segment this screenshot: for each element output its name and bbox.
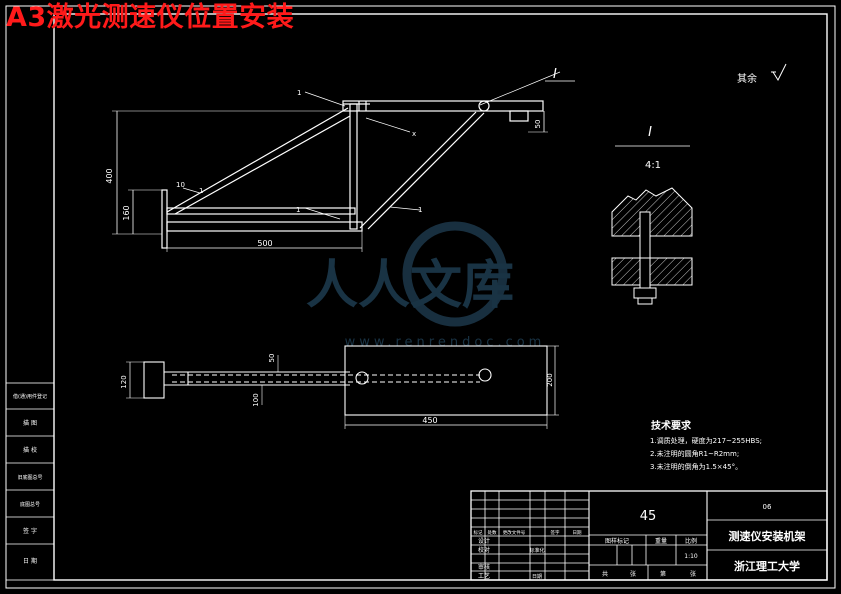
tb-sheet-label: 张 <box>630 570 636 578</box>
detail-hatch-lower <box>611 257 693 286</box>
watermark-text: 人人文库 <box>306 256 514 316</box>
left-strip-6: 签 字 <box>23 527 37 535</box>
dim-side-50: 50 <box>534 120 542 129</box>
dim-100: 100 <box>252 393 260 406</box>
front-wall-plate <box>161 189 168 249</box>
page-title: A3激光测速仪位置安装 <box>6 2 295 33</box>
callout-d: 1 <box>418 206 422 214</box>
tb-school: 浙江理工大学 <box>734 559 800 573</box>
top-base-plate <box>344 345 548 416</box>
front-top-beam <box>342 100 544 112</box>
dim-500: 500 <box>257 239 272 248</box>
left-strip-7: 日 期 <box>23 557 37 565</box>
tech-heading: 技术要求 <box>651 419 692 432</box>
callout-b: x <box>412 130 416 138</box>
detail-label-top: I <box>648 125 652 140</box>
tb-stage-label: 图样标记 <box>605 537 629 545</box>
tb-std-label: 标准化 <box>529 547 544 554</box>
tb-part-name: 测速仪安装机架 <box>729 529 806 543</box>
top-sensor-body <box>143 361 165 399</box>
tech-item-2: 2.未注明的圆角R1~R2mm; <box>650 449 739 458</box>
tb-rev-5: 日期 <box>573 530 582 536</box>
watermark-url: www.renrendoc.com <box>345 335 546 350</box>
front-pivot <box>478 100 490 112</box>
front-view <box>112 71 575 252</box>
watermark: 人人文库 www.renrendoc.com <box>306 221 546 350</box>
front-vertical-post <box>349 103 358 230</box>
dim-200: 200 <box>546 373 554 386</box>
tb-role-review: 审核 <box>478 563 490 571</box>
callout-a: 1 <box>297 89 301 97</box>
tb-page-sheet-label: 张 <box>690 570 696 578</box>
left-strip <box>5 382 55 581</box>
tb-rev-2: 处数 <box>488 529 497 536</box>
tech-item-3: 3.未注明的倒角为1.5×45°。 <box>650 462 742 471</box>
left-strip-4: 旧底图总号 <box>17 474 42 481</box>
left-strip-3: 描 校 <box>23 446 37 454</box>
callout-detail-i: I <box>553 67 557 82</box>
tb-total-label: 共 <box>602 570 608 578</box>
inner-border <box>53 13 828 581</box>
front-bottom-beam <box>166 221 363 232</box>
tb-weight-label: 重量 <box>655 537 667 545</box>
tb-scale-value: 1:10 <box>684 553 698 560</box>
tb-material: 45 <box>640 509 657 524</box>
detail-scale: 4:1 <box>645 160 661 171</box>
dim-160: 160 <box>122 205 131 220</box>
callout-e: 1 <box>199 187 203 195</box>
outer-border <box>5 5 836 589</box>
tb-page-label: 第 <box>660 570 666 578</box>
watermark-logo <box>402 221 508 327</box>
tb-role-design: 设计 <box>478 537 490 545</box>
tb-role-check: 校对 <box>478 546 490 554</box>
dim-400: 400 <box>105 168 114 183</box>
tb-rev-1: 标记 <box>474 529 483 536</box>
left-strip-1: 借(通)用件登记 <box>13 393 47 400</box>
left-strip-5: 底图总号 <box>20 501 40 508</box>
title-block <box>470 490 828 581</box>
dim-50: 50 <box>268 354 276 363</box>
left-strip-2: 描 图 <box>23 419 37 427</box>
tb-rev-3: 更改文件号 <box>503 529 526 536</box>
callout-c: 1 <box>296 206 300 214</box>
tb-scale-label: 比例 <box>685 537 697 545</box>
dim-120: 120 <box>120 375 128 388</box>
tech-item-1: 1.调质处理，硬度为217~255HBS; <box>650 436 762 445</box>
top-view <box>126 345 559 429</box>
tb-rev-4: 签字 <box>551 529 560 536</box>
roughness-label: 其余 <box>737 72 757 85</box>
roughness-icon <box>771 63 787 82</box>
tb-drawing-no: 06 <box>763 503 772 511</box>
tb-role-process: 工艺 <box>478 572 490 580</box>
detail-hatch-upper <box>611 187 693 237</box>
dim-10: 10 <box>176 181 185 189</box>
tb-approve-label: 日期 <box>532 574 542 580</box>
detail-view <box>611 187 693 305</box>
dim-450: 450 <box>422 416 437 425</box>
